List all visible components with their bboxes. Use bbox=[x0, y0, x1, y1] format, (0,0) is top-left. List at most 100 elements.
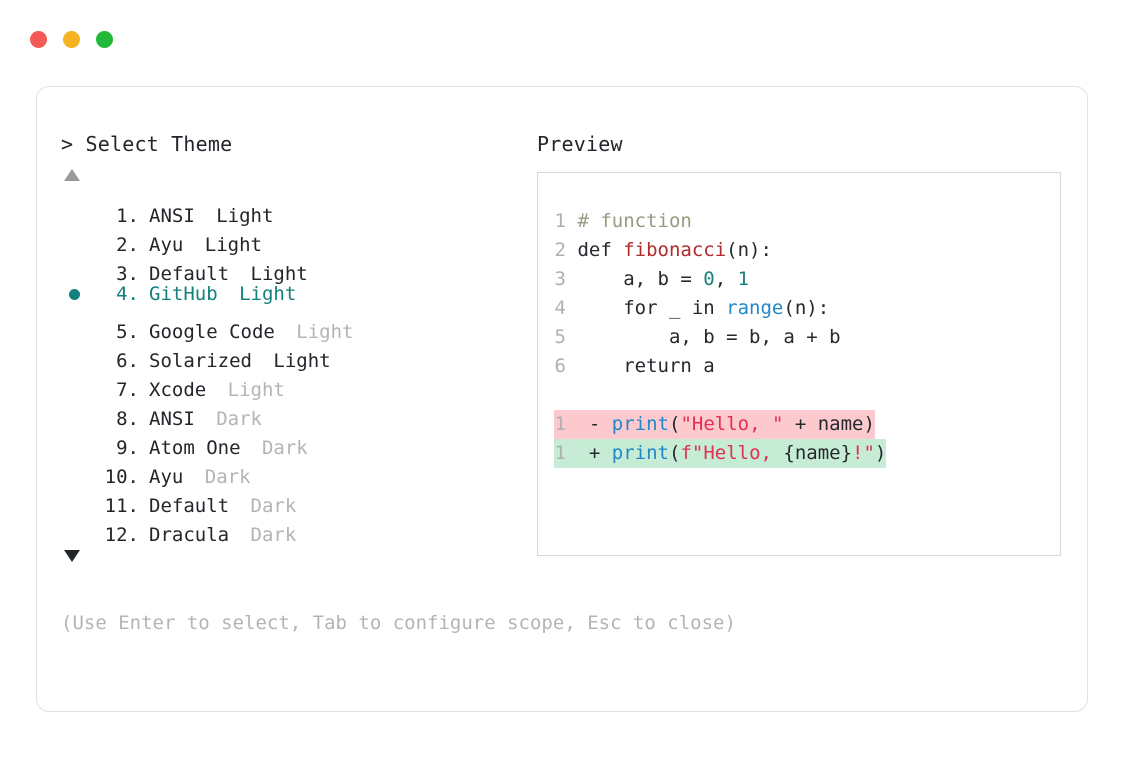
theme-item-gap bbox=[195, 202, 216, 231]
theme-list-item[interactable]: 10.Ayu Dark bbox=[61, 454, 531, 488]
theme-item-gap bbox=[229, 521, 250, 550]
code-token: ) bbox=[874, 442, 887, 464]
theme-item-index: 4. bbox=[116, 283, 139, 305]
maximize-button[interactable] bbox=[96, 31, 113, 48]
theme-item-name: ANSI bbox=[149, 205, 195, 227]
code-token: def bbox=[577, 239, 624, 261]
theme-list-item[interactable]: 3. Default Light bbox=[61, 251, 531, 285]
code-token: print bbox=[611, 413, 669, 435]
theme-item-variant: Dark bbox=[261, 437, 308, 459]
theme-item-index: 3. bbox=[116, 263, 139, 285]
code-line-content: 5 a, b = b, a + b bbox=[554, 323, 841, 352]
theme-item-variant: Light bbox=[204, 234, 262, 256]
selection-bullet-cell bbox=[61, 454, 95, 483]
theme-item-gap bbox=[275, 318, 296, 347]
theme-item-name: Xcode bbox=[149, 379, 207, 401]
selection-bullet-cell bbox=[61, 425, 95, 454]
code-token: a, b = bbox=[577, 268, 704, 290]
code-line: 1 # function bbox=[554, 207, 1060, 236]
selection-bullet-cell bbox=[61, 193, 95, 222]
code-token: 0 bbox=[703, 268, 715, 290]
selection-bullet-cell bbox=[61, 483, 95, 512]
theme-list-item[interactable]: 4.GitHub Light bbox=[61, 280, 531, 309]
code-line: 6 return a bbox=[554, 352, 1060, 381]
code-line-content: 3 a, b = 0, 1 bbox=[554, 265, 750, 294]
code-line-number: 2 bbox=[554, 239, 566, 261]
theme-item-variant: Light bbox=[250, 263, 308, 285]
close-button[interactable] bbox=[30, 31, 47, 48]
code-line-content: 1 - print("Hello, " + name) bbox=[554, 410, 875, 439]
theme-list-item[interactable]: 8.ANSI Dark bbox=[61, 396, 531, 430]
code-token: (n): bbox=[783, 297, 830, 319]
code-token: !" bbox=[852, 442, 875, 464]
code-token: print bbox=[611, 442, 669, 464]
theme-item-gap bbox=[241, 434, 262, 463]
theme-item-name: Default bbox=[149, 263, 230, 285]
theme-item-variant: Dark bbox=[250, 495, 297, 517]
theme-list-item[interactable]: 11.Default Dark bbox=[61, 483, 531, 517]
theme-item-name: GitHub bbox=[149, 283, 218, 305]
code-token: for _ in bbox=[577, 297, 727, 319]
code-gutter-gap bbox=[566, 210, 577, 232]
theme-item-index: 11. bbox=[104, 495, 139, 517]
theme-item-gap bbox=[206, 376, 227, 405]
theme-item-index: 12. bbox=[104, 524, 139, 546]
theme-item-variant: Light bbox=[216, 205, 274, 227]
code-token: f"Hello, bbox=[680, 442, 784, 464]
theme-list-item[interactable]: 2.Ayu Light bbox=[61, 222, 531, 256]
theme-list-item[interactable]: 7.Xcode Light bbox=[61, 367, 531, 401]
keyboard-hint: (Use Enter to select, Tab to configure s… bbox=[61, 612, 736, 634]
theme-list-item[interactable]: 12.Dracula Dark bbox=[61, 512, 531, 546]
code-line-content: 1 + print(f"Hello, {name}!") bbox=[554, 439, 887, 468]
code-line-content: 2 def fibonacci(n): bbox=[554, 236, 772, 265]
theme-item-index: 2. bbox=[116, 234, 139, 256]
theme-item-name: Ayu bbox=[149, 466, 184, 488]
code-token: "Hello, " bbox=[680, 413, 784, 435]
triangle-up-icon[interactable] bbox=[64, 169, 80, 181]
theme-item-index: 6. bbox=[116, 350, 139, 372]
code-gutter-gap bbox=[566, 268, 577, 290]
code-line: 2 def fibonacci(n): bbox=[554, 236, 1060, 265]
select-theme-heading: > Select Theme bbox=[61, 132, 233, 156]
theme-item-name: Dracula bbox=[149, 524, 230, 546]
theme-item-index: 10. bbox=[104, 466, 139, 488]
theme-item-index: 5. bbox=[116, 321, 139, 343]
theme-item-gap bbox=[218, 280, 239, 309]
code-token: - bbox=[577, 413, 612, 435]
code-token: # function bbox=[577, 210, 692, 232]
code-line-number: 1 bbox=[554, 413, 566, 435]
code-gutter-gap bbox=[566, 297, 577, 319]
code-token: (n): bbox=[726, 239, 772, 261]
code-line-number: 1 bbox=[554, 210, 566, 232]
selection-bullet-cell bbox=[61, 396, 95, 425]
code-line-added: 1 + print(f"Hello, {name}!") bbox=[554, 439, 1060, 468]
code-line-content: 4 for _ in range(n): bbox=[554, 294, 830, 323]
code-token: ( bbox=[668, 442, 681, 464]
theme-item-variant: Light bbox=[296, 321, 354, 343]
code-line: 3 a, b = 0, 1 bbox=[554, 265, 1060, 294]
code-token: + bbox=[577, 442, 612, 464]
code-gutter-gap bbox=[566, 239, 577, 261]
window-traffic-lights bbox=[30, 31, 113, 48]
theme-item-name: Atom One bbox=[149, 437, 241, 459]
code-line-removed: 1 - print("Hello, " + name) bbox=[554, 410, 1060, 439]
code-line-number: 3 bbox=[554, 268, 566, 290]
minimize-button[interactable] bbox=[63, 31, 80, 48]
code-token: range bbox=[726, 297, 784, 319]
theme-item-gap bbox=[229, 492, 250, 521]
theme-item-gap bbox=[195, 405, 216, 434]
preview-heading: Preview bbox=[537, 132, 623, 156]
triangle-down-icon[interactable] bbox=[64, 550, 80, 562]
theme-item-variant: Light bbox=[227, 379, 285, 401]
code-token: ( bbox=[668, 413, 681, 435]
theme-list-item[interactable]: 6.Solarized Light bbox=[61, 338, 531, 372]
theme-list-item[interactable]: 1.ANSI Light bbox=[61, 193, 531, 227]
theme-list-item[interactable]: 5.Google Code Light bbox=[61, 309, 531, 343]
code-line-number: 1 bbox=[554, 442, 566, 464]
theme-list-item[interactable]: 9.Atom One Dark bbox=[61, 425, 531, 459]
code-gutter-gap bbox=[566, 413, 577, 435]
